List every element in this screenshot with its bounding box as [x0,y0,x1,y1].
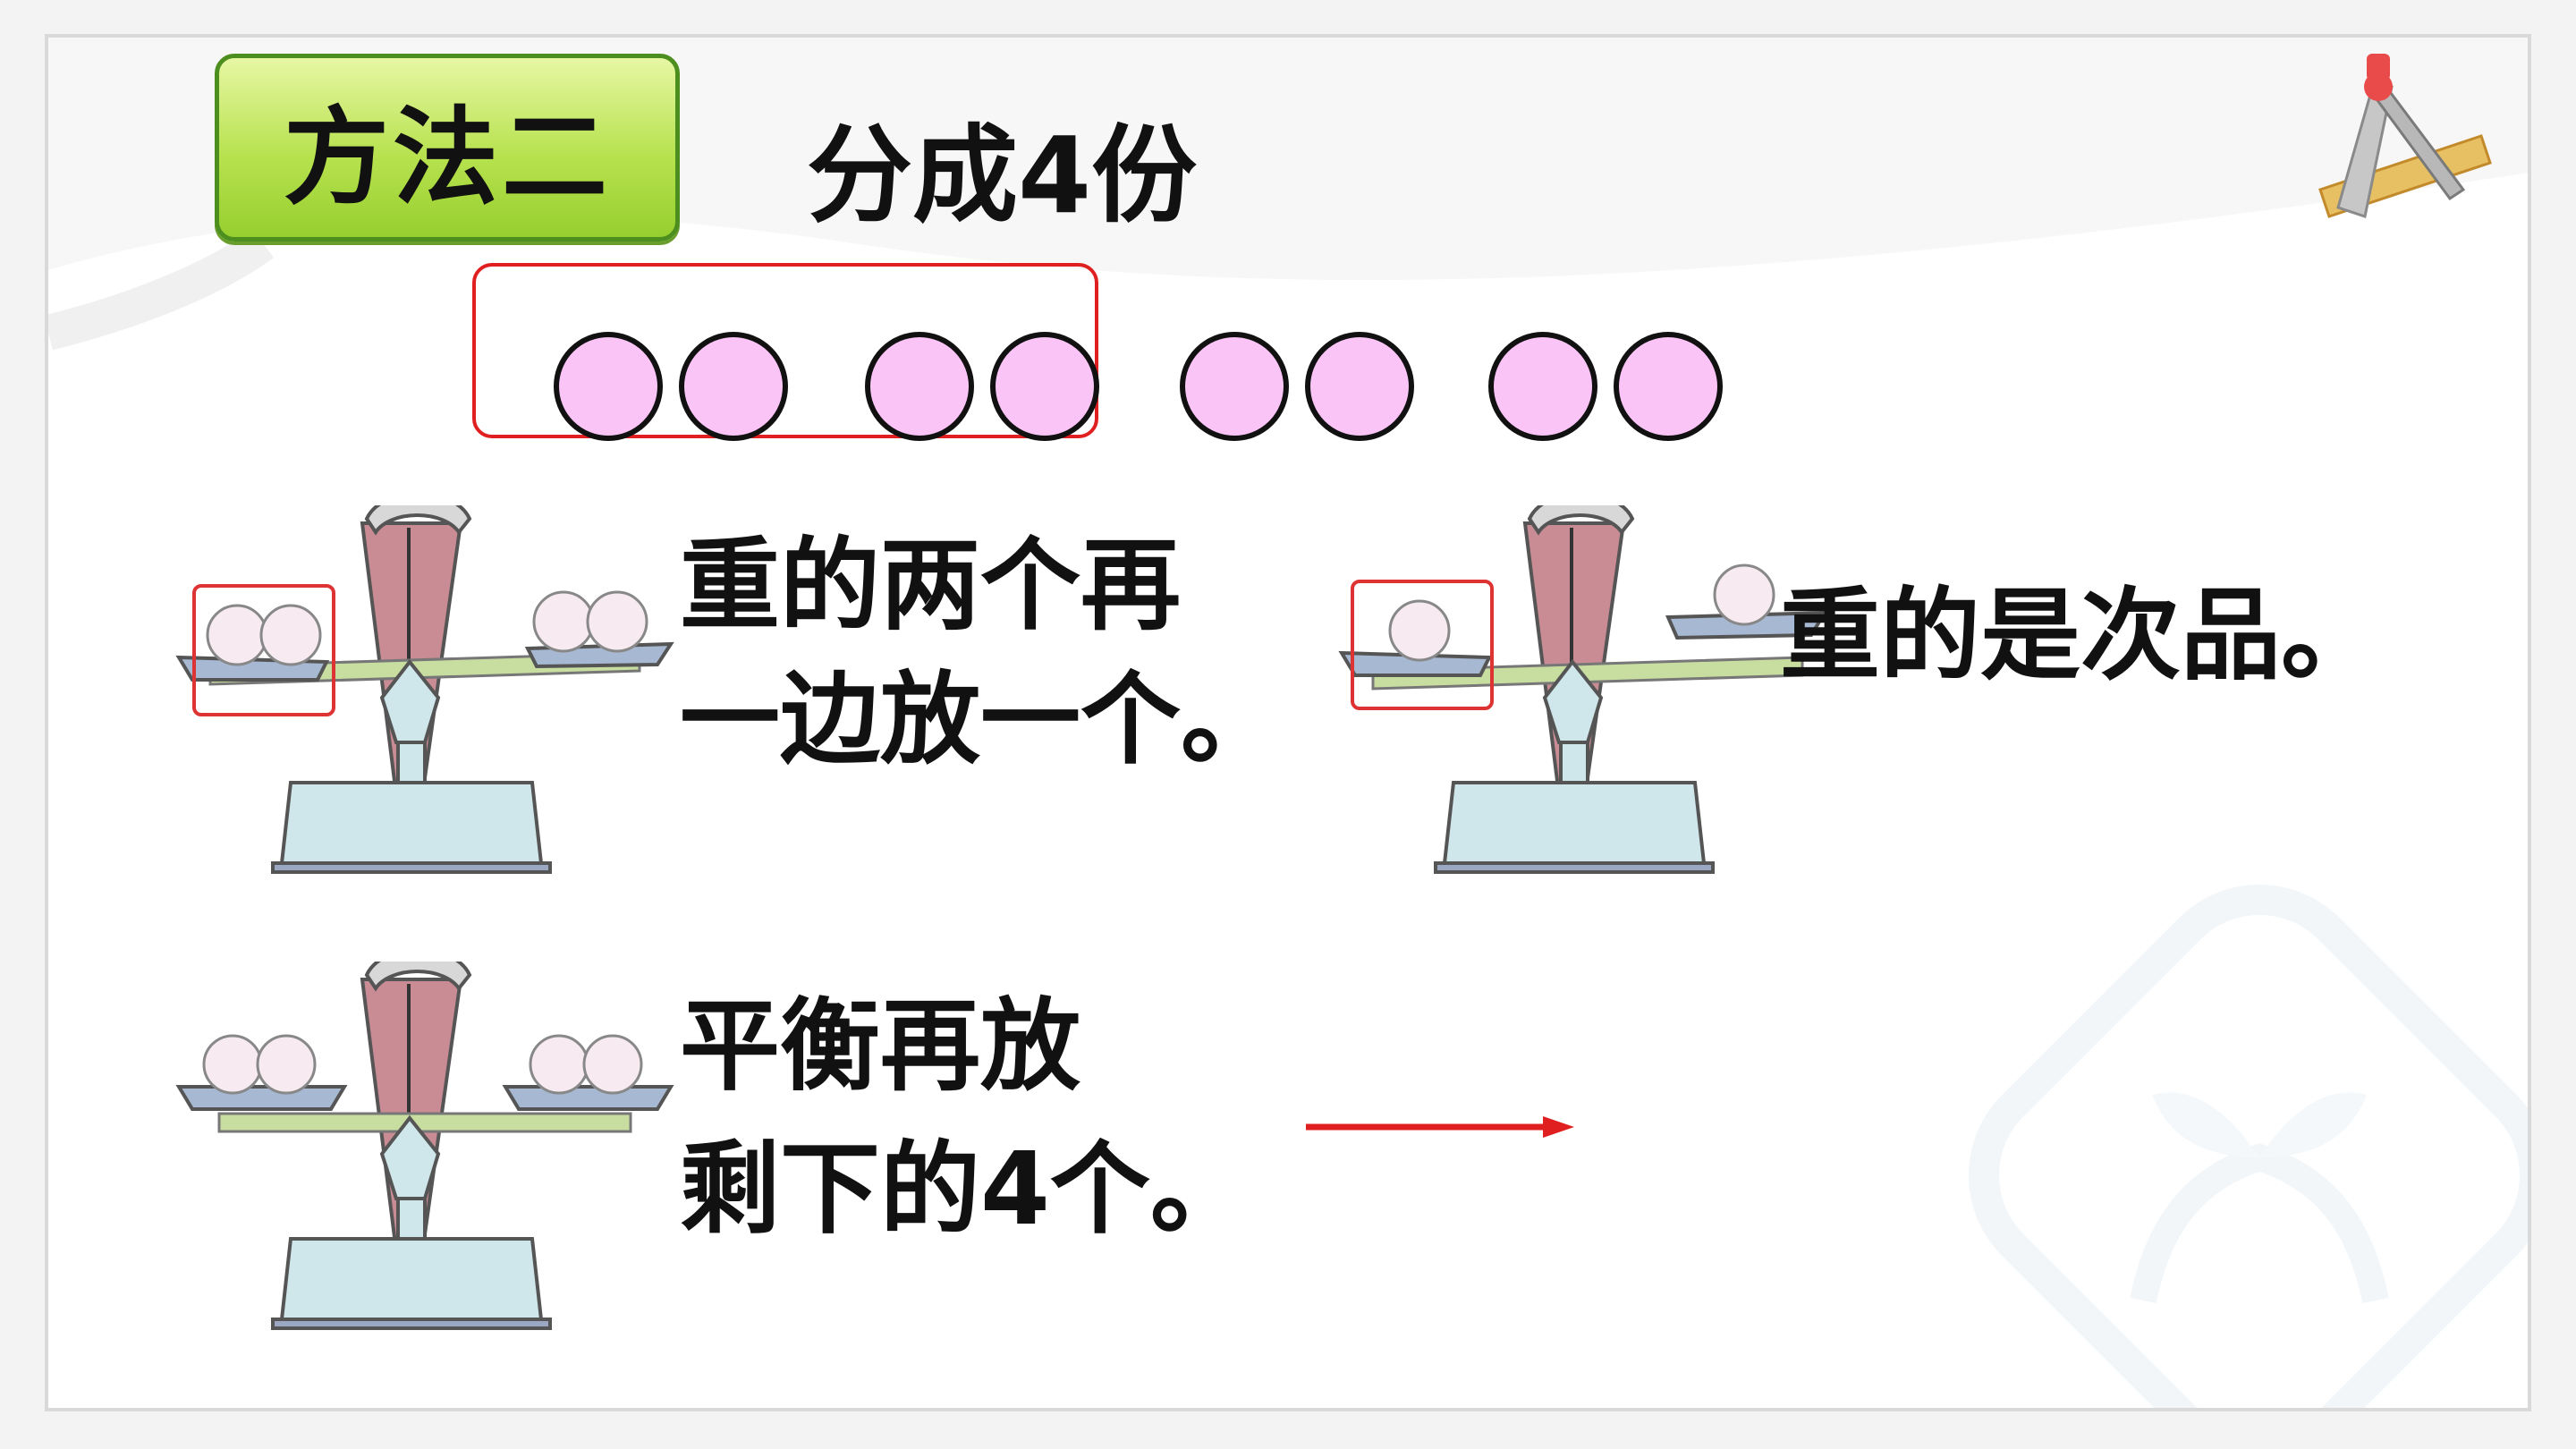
step3-line2: 剩下的4个。 [680,1131,1250,1248]
scale-icon [175,962,674,1330]
arrow-right-icon [1306,1116,1574,1138]
scale-icon [1338,505,1828,874]
step3-line1: 平衡再放 [680,988,1080,1105]
method-label: 方法二 [283,95,611,219]
selected-group-box [472,263,1098,438]
step1-line1: 重的两个再 [680,528,1181,644]
method-badge: 方法二 [215,54,680,242]
split-label: 分成4份 [807,114,1198,237]
compass-ruler-icon [2318,54,2492,218]
step1-line2: 一边放一个。 [680,662,1281,778]
step2-result: 重的是次品。 [1780,578,2381,694]
watermark-logo-icon [1969,885,2528,1408]
step3-text: 平衡再放 剩下的4个。 [680,975,1250,1261]
selected-pan-box [192,584,335,716]
step1-text: 重的两个再 一边放一个。 [680,519,1281,787]
scale-icon [175,505,674,874]
selected-pan-box [1351,580,1494,710]
